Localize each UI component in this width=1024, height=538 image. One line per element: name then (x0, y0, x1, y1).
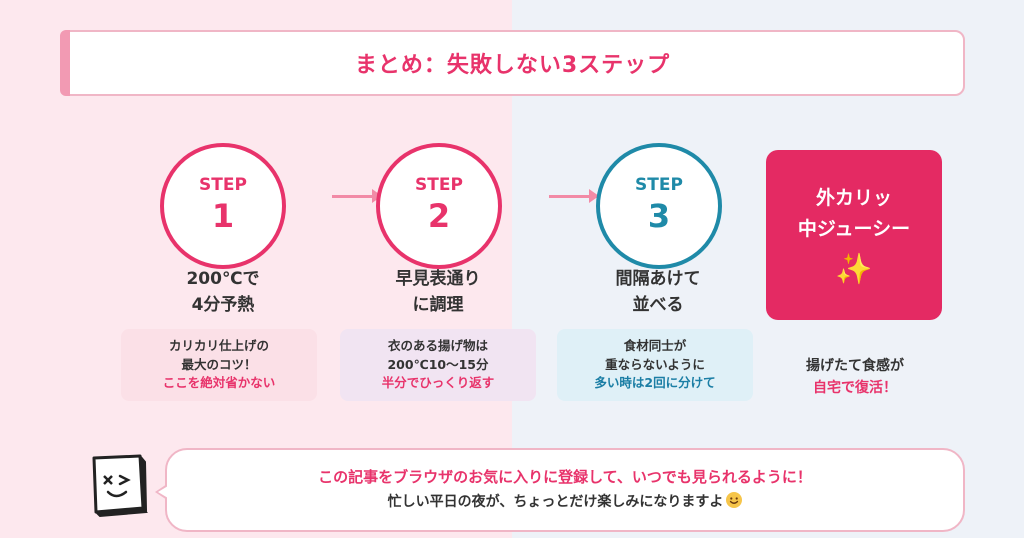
result-note-highlight: 自宅で復活！ (813, 380, 897, 397)
note-highlight: ここを絶対省かない (162, 375, 276, 391)
mascot-face-icon (88, 452, 148, 518)
step-2-circle: STEP 2 (376, 143, 502, 269)
step-title-line: 200℃で (186, 269, 260, 289)
step-label: STEP (199, 175, 247, 196)
result-line: 中ジューシー (797, 217, 911, 240)
note-line: 重ならないように (605, 356, 705, 372)
step-title-line: 並べる (632, 295, 684, 316)
closing-message-text: 忙しい平日の夜が、ちょっとだけ楽しみになりますよ (387, 493, 724, 510)
note-highlight: 半分でひっくり返す (381, 375, 495, 391)
step-1-note: カリカリ仕上げの 最大のコツ！ ここを絶対省かない (121, 329, 317, 401)
step-2-note: 衣のある揚げ物は 200℃10〜15分 半分でひっくり返す (340, 329, 536, 401)
result-box: 外カリッ 中ジューシー ✨ (766, 150, 942, 320)
step-title-line: 4分予熱 (191, 295, 255, 316)
step-title-line: 早見表通り (395, 269, 481, 289)
step-label: STEP (635, 175, 683, 196)
result-note-line: 揚げたて食感が (806, 358, 904, 374)
step-3-circle: STEP 3 (596, 143, 722, 269)
smile-emoji-icon (726, 491, 743, 508)
sparkle-icon: ✨ (835, 251, 873, 287)
note-line: 最大のコツ！ (181, 356, 257, 372)
note-line: カリカリ仕上げの (168, 337, 269, 353)
step-title-line: に調理 (412, 295, 464, 316)
arrow-right-icon (549, 189, 599, 203)
step-3-title: 間隔あけて 並べる (583, 266, 733, 319)
step-label: STEP (415, 175, 463, 196)
step-number: 2 (427, 197, 451, 236)
note-highlight: 多い時は2回に分けて (594, 375, 716, 391)
note-line: 衣のある揚げ物は (387, 337, 488, 353)
step-title-line: 間隔あけて (615, 269, 701, 289)
result-note: 揚げたて食感が 自宅で復活！ (770, 355, 940, 400)
bookmark-message-box: この記事をブラウザのお気に入りに登録して、いつでも見られるように！ 忙しい平日の… (155, 448, 965, 532)
bookmark-message: この記事をブラウザのお気に入りに登録して、いつでも見られるように！ (318, 468, 812, 487)
closing-message: 忙しい平日の夜が、ちょっとだけ楽しみになりますよ (388, 491, 743, 515)
summary-title-bar: まとめ：失敗しない3ステップ (60, 30, 965, 96)
title-accent-stripe (60, 30, 70, 96)
result-line: 外カリッ (815, 187, 892, 210)
step-2-title: 早見表通り に調理 (363, 266, 513, 319)
step-1-circle: STEP 1 (160, 143, 286, 269)
note-line: 食材同士が (623, 337, 687, 353)
arrow-right-icon (332, 189, 382, 203)
page-title: まとめ：失敗しない3ステップ (354, 53, 671, 78)
note-line: 200℃10〜15分 (387, 356, 489, 372)
step-3-note: 食材同士が 重ならないように 多い時は2回に分けて (557, 329, 753, 401)
step-1-title: 200℃で 4分予熱 (148, 266, 298, 319)
step-number: 1 (211, 197, 235, 236)
step-number: 3 (647, 197, 671, 236)
